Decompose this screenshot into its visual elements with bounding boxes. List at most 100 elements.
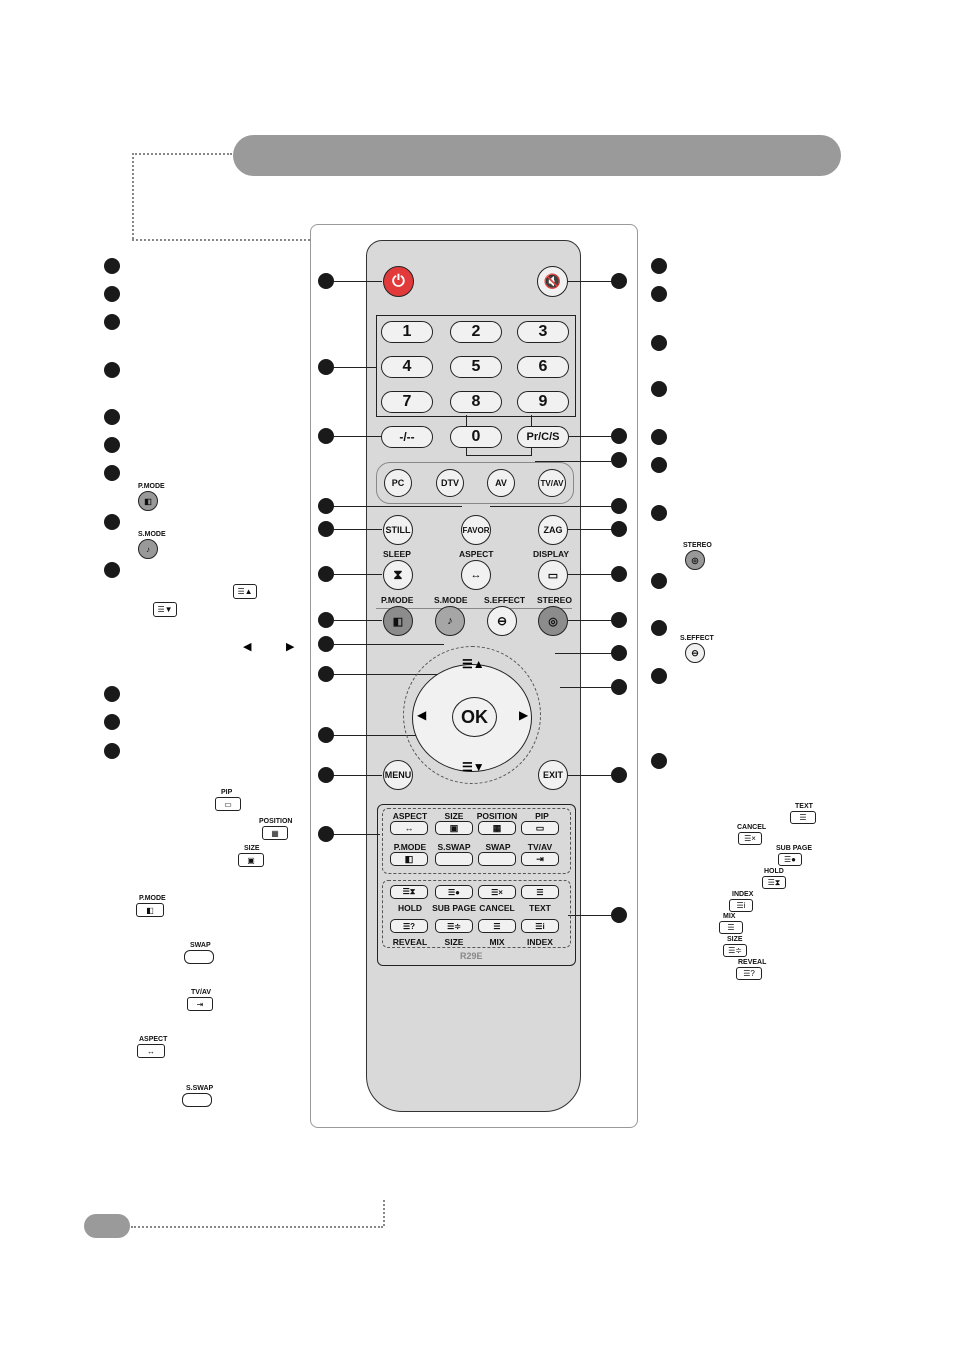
callout-marker [611,767,627,783]
number-3-button[interactable]: 3 [517,321,569,343]
pip-grid-label: POSITION [476,811,518,821]
index-button[interactable]: ☰i [521,919,559,933]
leader-line [568,281,611,282]
sswap-icon [182,1093,212,1107]
callout-marker [318,566,334,582]
pmode-button[interactable]: ◧ [383,606,413,636]
pip-size-button[interactable]: ▣ [435,821,473,835]
leader-line [535,461,611,462]
ttx-grid-label: SUB PAGE [432,903,476,913]
menu-button[interactable]: MENU [383,760,413,790]
ttx-grid-label: INDEX [527,937,553,947]
swap-button[interactable] [478,852,516,866]
size-icon-label: SIZE [244,845,260,852]
dpad-down-arrow-icon[interactable]: ☰▼ [462,760,485,774]
number-8-button[interactable]: 8 [450,391,502,413]
ttx-size-button[interactable]: ☰≑ [435,919,473,933]
number-6-button[interactable]: 6 [517,356,569,378]
leader-line [569,436,611,437]
pmode-label: P.MODE [381,595,414,605]
pip-position-button[interactable]: ▦ [478,821,516,835]
av-button[interactable]: AV [487,469,515,497]
number-2-button[interactable]: 2 [450,321,502,343]
sswap-button[interactable] [435,852,473,866]
number-0-button[interactable]: 0 [450,426,502,448]
number-7-button[interactable]: 7 [381,391,433,413]
pip-button[interactable]: ▭ [521,821,559,835]
prcs-button[interactable]: Pr/C/S [517,426,569,448]
pmode2-icon-label: P.MODE [139,895,166,902]
reveal-icon-label: REVEAL [738,959,767,966]
number-9-button[interactable]: 9 [517,391,569,413]
dpad-left-arrow-icon[interactable]: ◀ [417,708,427,722]
dpad[interactable] [412,664,532,772]
seffect-label: S.EFFECT [484,595,526,605]
power-button[interactable]: ⏻ [383,266,414,297]
dash-button[interactable]: -/-- [381,426,433,448]
pip-grid-label: P.MODE [393,842,427,852]
seffect-button[interactable]: ⊖ [487,606,517,636]
hold-icon-label: HOLD [764,868,784,875]
leader-line [568,574,611,575]
zag-button[interactable]: ZAG [538,515,568,545]
seffect-icon-label: S.EFFECT [680,635,714,642]
pip-aspect-button[interactable]: ↔ [390,821,428,835]
dpad-right-arrow-icon[interactable]: ▶ [519,708,529,722]
still-button[interactable]: STILL [383,515,413,545]
number-1-button[interactable]: 1 [381,321,433,343]
reveal-icon: ☰? [736,967,762,980]
pip-pmode-button[interactable]: ◧ [390,852,428,866]
pip-tvav-button[interactable]: ⇥ [521,852,559,866]
subpage-button[interactable]: ☰● [435,885,473,899]
aspect-button[interactable]: ↔ [461,560,491,590]
ok-button[interactable]: OK [452,697,497,737]
favor-button[interactable]: FAVOR [461,515,491,545]
aspect-label: ASPECT [459,549,494,559]
number-5-button[interactable]: 5 [450,356,502,378]
number-4-button[interactable]: 4 [381,356,433,378]
stereo-label: STEREO [537,595,572,605]
callout-marker [318,826,334,842]
pip-grid-label: SWAP [485,842,511,852]
display-button[interactable]: ▭ [538,560,568,590]
ttx-grid-label: HOLD [397,903,423,913]
pc-button[interactable]: PC [384,469,412,497]
tvav-button[interactable]: TV/AV [538,469,566,497]
hold-button[interactable]: ☰⧗ [390,885,428,899]
leader-line [334,644,444,645]
sleep-button[interactable]: ⧗ [383,560,413,590]
callout-marker [611,907,627,923]
position-icon: ▦ [262,826,288,840]
cancel-button[interactable]: ☰× [478,885,516,899]
right-arrow-icon: ▶ [286,641,295,653]
exit-button[interactable]: EXIT [538,760,568,790]
reveal-button[interactable]: ☰? [390,919,428,933]
text-button[interactable]: ☰ [521,885,559,899]
leader-line [568,915,611,916]
ttx-grid-label: TEXT [529,903,551,913]
callout-marker [651,573,667,589]
callout-marker [104,465,120,481]
mix-button[interactable]: ☰ [478,919,516,933]
ttx-grid-label: MIX [489,937,505,947]
stereo-icon: ◎ [685,550,705,570]
callout-marker [651,381,667,397]
callout-marker [318,612,334,628]
dpad-up-arrow-icon[interactable]: ☰▲ [462,657,485,671]
dtv-button[interactable]: DTV [436,469,464,497]
number-pad-frame [376,315,576,417]
leader-line [334,436,382,437]
mute-button[interactable]: 🔇 [537,266,568,297]
pip-keys-group [382,808,571,874]
smode-button[interactable]: ♪ [435,606,465,636]
leader-line [555,653,611,654]
smode-icon: ♪ [138,539,158,559]
remote-control-body [366,240,581,1112]
callout-marker [651,429,667,445]
pip-grid-label: TV/AV [527,842,553,852]
pip-icon-label: PIP [221,789,233,796]
pip-grid-label: SIZE [444,811,464,821]
subpage-icon: ☰● [778,853,802,866]
pmode-icon-label: P.MODE [138,483,165,490]
stereo-button[interactable]: ◎ [538,606,568,636]
